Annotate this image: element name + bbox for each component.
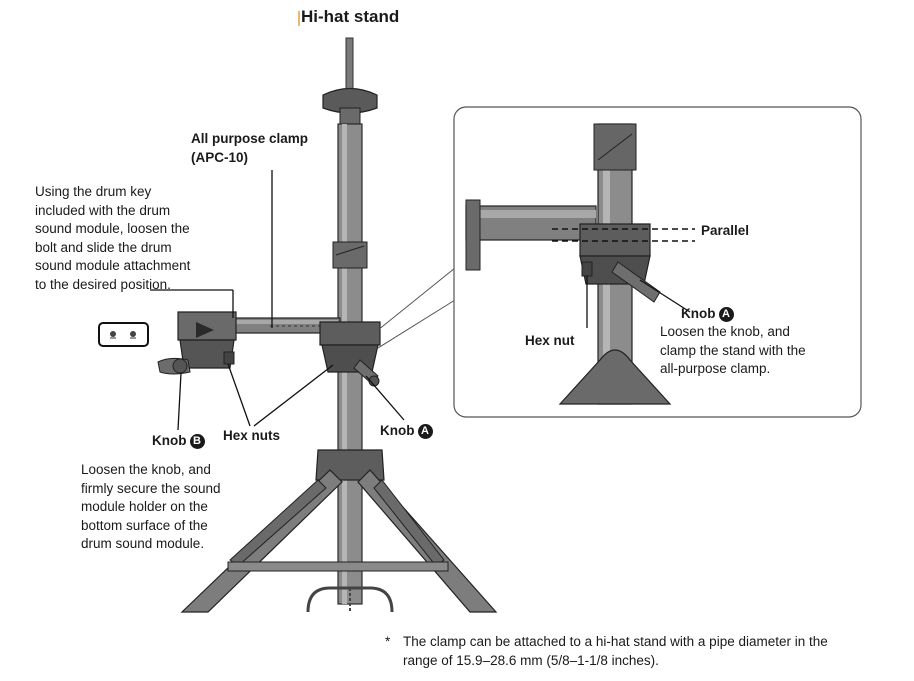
top-rod: [345, 37, 354, 94]
hex-nut-shape-1: [223, 351, 235, 365]
zoom-line-2: [377, 299, 456, 349]
leader-inset-knob: [639, 279, 691, 313]
knob-a-main-text: Knob: [380, 423, 415, 438]
footnote-text: The clamp can be attached to a hi-hat st…: [403, 634, 828, 668]
clutch-top: [322, 87, 378, 114]
knob-a-main-badge: A: [417, 423, 433, 439]
bolt-detail-box: [98, 322, 149, 347]
parallel-label: Parallel: [701, 223, 750, 238]
knob-b-text: Knob: [152, 433, 187, 448]
inset-hex-nut-label: Hex nut: [525, 333, 575, 348]
page-title: Hi-hat stand: [301, 7, 400, 26]
zoom-line-1: [377, 267, 456, 331]
leader-hex-2: [253, 364, 334, 427]
stand-clamp: [319, 321, 381, 346]
hex-nuts-label: Hex nuts: [223, 428, 281, 443]
knob-b-badge: B: [189, 433, 205, 449]
leader-knob-a: [365, 375, 405, 421]
module-attachment: [177, 311, 237, 341]
inset-knob-a-text: Knob: [681, 306, 716, 321]
inset-panel: [453, 106, 862, 418]
inset-knob-a-badge: A: [718, 306, 734, 322]
leader-knob-b: [177, 372, 182, 431]
shaft-clamp-upper: [332, 241, 368, 269]
leader-hex-1: [227, 363, 251, 427]
clamp-model-label: (APC-10): [191, 150, 249, 165]
slide-instruction: Using the drum key included with the dru…: [35, 184, 191, 292]
clamp-name-label: All purpose clamp: [191, 131, 309, 146]
footnote-marker: *: [385, 634, 391, 649]
knob-b-instruction: Loosen the knob, and firmly secure the s…: [81, 462, 221, 551]
inset-knob-a-instruction: Loosen the knob, and clamp the stand wit…: [660, 324, 806, 376]
clutch-body: [339, 107, 361, 125]
